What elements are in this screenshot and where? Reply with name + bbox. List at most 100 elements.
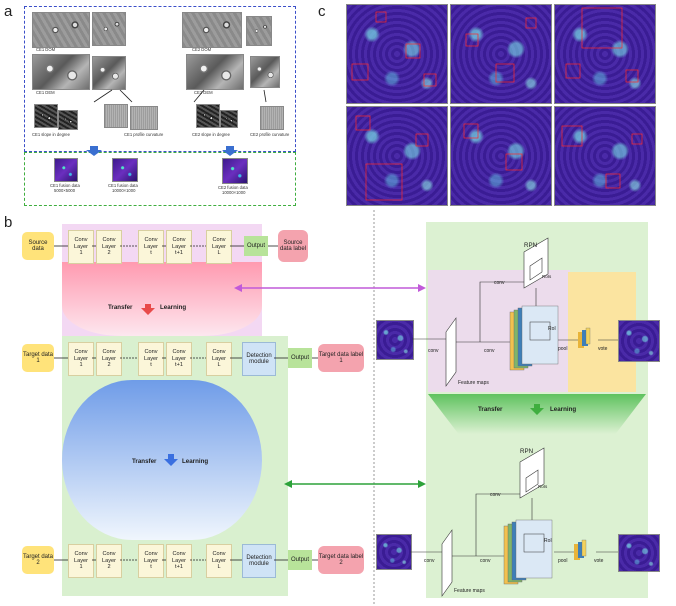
ce2-fusion-size: 10000×1000 — [222, 190, 246, 195]
conv-label-1c: conv — [484, 348, 495, 354]
ce2-slope-image — [196, 104, 220, 128]
module-input-image-1 — [376, 320, 414, 360]
ce2-profile-label: CE2 profile curvature — [250, 132, 290, 137]
fusion-arrows — [86, 89, 267, 156]
pool-label-1: pool — [558, 346, 568, 352]
module-output-image-1 — [618, 320, 660, 362]
target1-output-box: Output — [288, 348, 312, 368]
ce2-dem-label: CE2 DEM — [194, 90, 213, 95]
ce1-fusion-size-2: 10000×1000 — [112, 188, 136, 193]
target-data-label-1-box: Target data label 1 — [318, 344, 364, 372]
panel-a-input-frame — [24, 6, 296, 152]
conv-label-2b: conv — [424, 558, 435, 564]
ce2-dom-image — [182, 12, 242, 48]
ce1-fusion-label-1: CE1 fusion data — [50, 183, 80, 188]
module-output-image-2 — [618, 534, 660, 572]
detection-module-detail: RPN RoIs conv conv conv RoI pool vote Fe… — [376, 222, 676, 606]
panel-letter-a: a — [4, 3, 13, 20]
ce1-dom-image — [32, 12, 90, 48]
ce1-profile-label: CE1 profile curvature — [124, 132, 164, 137]
conv-label-1a: conv — [494, 280, 505, 286]
panel-a-fusion-frame — [24, 152, 296, 206]
ce1-fusion-image-1 — [54, 158, 78, 182]
crater-detection-image-5 — [450, 106, 552, 206]
target-learning-label: Learning — [182, 458, 209, 465]
roi-label-1: RoI — [548, 326, 556, 332]
target2-detection-module: Detection module — [242, 544, 276, 578]
target-data-label-2-box: Target data label 2 — [318, 546, 364, 574]
source-data-label-box: Source data label — [278, 230, 308, 262]
ce2-fusion-label: CE2 fusion data — [218, 185, 248, 190]
module-network-drawing — [410, 237, 618, 597]
pipeline-connectors — [54, 245, 318, 561]
vote-label-1: vote — [598, 346, 608, 352]
feature-map-stack-1 — [509, 305, 591, 371]
ce2-dom-label: CE2 DOM — [192, 47, 212, 52]
panel-c — [346, 4, 666, 206]
target-data-2-box: Target data 2 — [22, 546, 54, 574]
conv-label-2a: conv — [490, 492, 501, 498]
crater-detection-image-4 — [346, 106, 448, 206]
rois-label-1: RoIs — [542, 274, 552, 279]
crater-detection-image-3 — [554, 4, 656, 104]
ce1-fusion-label-2: CE1 fusion data — [108, 183, 138, 188]
ce2-slope-zoom — [220, 110, 238, 128]
ce1-profile-zoom — [130, 106, 158, 130]
ce2-profile-image — [260, 106, 284, 130]
panel-letter-b: b — [4, 214, 13, 231]
crater-detection-image-1 — [346, 4, 448, 104]
detection-boxes — [351, 7, 643, 201]
ce1-dem-image — [32, 54, 90, 90]
conv-label-2c: conv — [480, 558, 491, 564]
ce1-fusion-image-2 — [112, 158, 138, 182]
crater-detection-image-6 — [554, 106, 656, 206]
source-output-box: Output — [244, 236, 268, 256]
ce1-dem-label: CE1 DEM — [36, 90, 55, 95]
crater-detection-image-2 — [450, 4, 552, 104]
target1-detection-module: Detection module — [242, 342, 276, 376]
target-transfer-label: Transfer — [132, 458, 157, 465]
ce1-dom-zoom — [92, 12, 126, 46]
ce1-profile-image — [104, 104, 128, 128]
ce1-fusion-size-1: 5000×5000 — [54, 188, 76, 193]
target-transfer-funnel — [62, 380, 262, 540]
target-data-1-box: Target data 1 — [22, 344, 54, 372]
cross-link-arrows — [234, 284, 426, 488]
feature-maps-label-1: Feature maps — [458, 380, 489, 386]
ce1-slope-zoom — [58, 110, 78, 130]
ce1-slope-image — [34, 104, 58, 128]
source-learning-label: Learning — [160, 304, 187, 311]
feature-maps-label-2: Feature maps — [454, 588, 485, 594]
module-transfer-label: Transfer — [478, 406, 503, 413]
conv-label-1b: conv — [428, 348, 439, 354]
vote-label-2: vote — [594, 558, 604, 564]
panel-a: CE1 DOM CE2 DOM CE1 DEM CE2 DEM CE1 slop… — [24, 6, 296, 206]
ce1-slope-label: CE1 slope in degree — [32, 132, 70, 137]
rpn-label-2: RPN — [520, 448, 534, 455]
